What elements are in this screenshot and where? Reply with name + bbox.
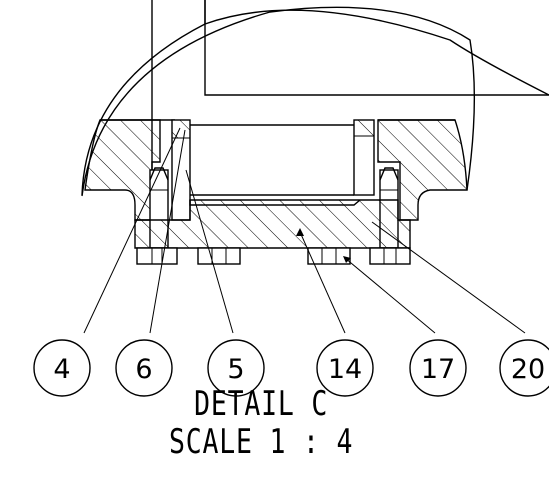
balloon-17: 17 [409,339,467,397]
balloon-label: 4 [53,354,70,385]
balloon-6: 6 [115,339,173,397]
leader-lines [83,127,526,334]
bolt-heads [136,247,411,265]
balloon-4: 4 [33,339,91,397]
balloon-label: 17 [421,354,455,385]
balloon-20: 20 [499,339,549,397]
housing-right-hatch [377,119,468,221]
shaft-outline [151,0,549,121]
balloon-label: 20 [511,354,545,385]
balloon-label: 6 [135,354,152,385]
balloon-label: 5 [227,354,244,385]
detail-title: DETAIL C [194,384,329,424]
detail-scale: SCALE 1 : 4 [168,422,354,462]
housing-left-hatch [84,119,161,221]
balloon-14: 14 [316,339,374,397]
housing-outline [81,0,549,196]
balloon-label: 14 [328,354,362,385]
balloon-5: 5 [207,339,265,397]
